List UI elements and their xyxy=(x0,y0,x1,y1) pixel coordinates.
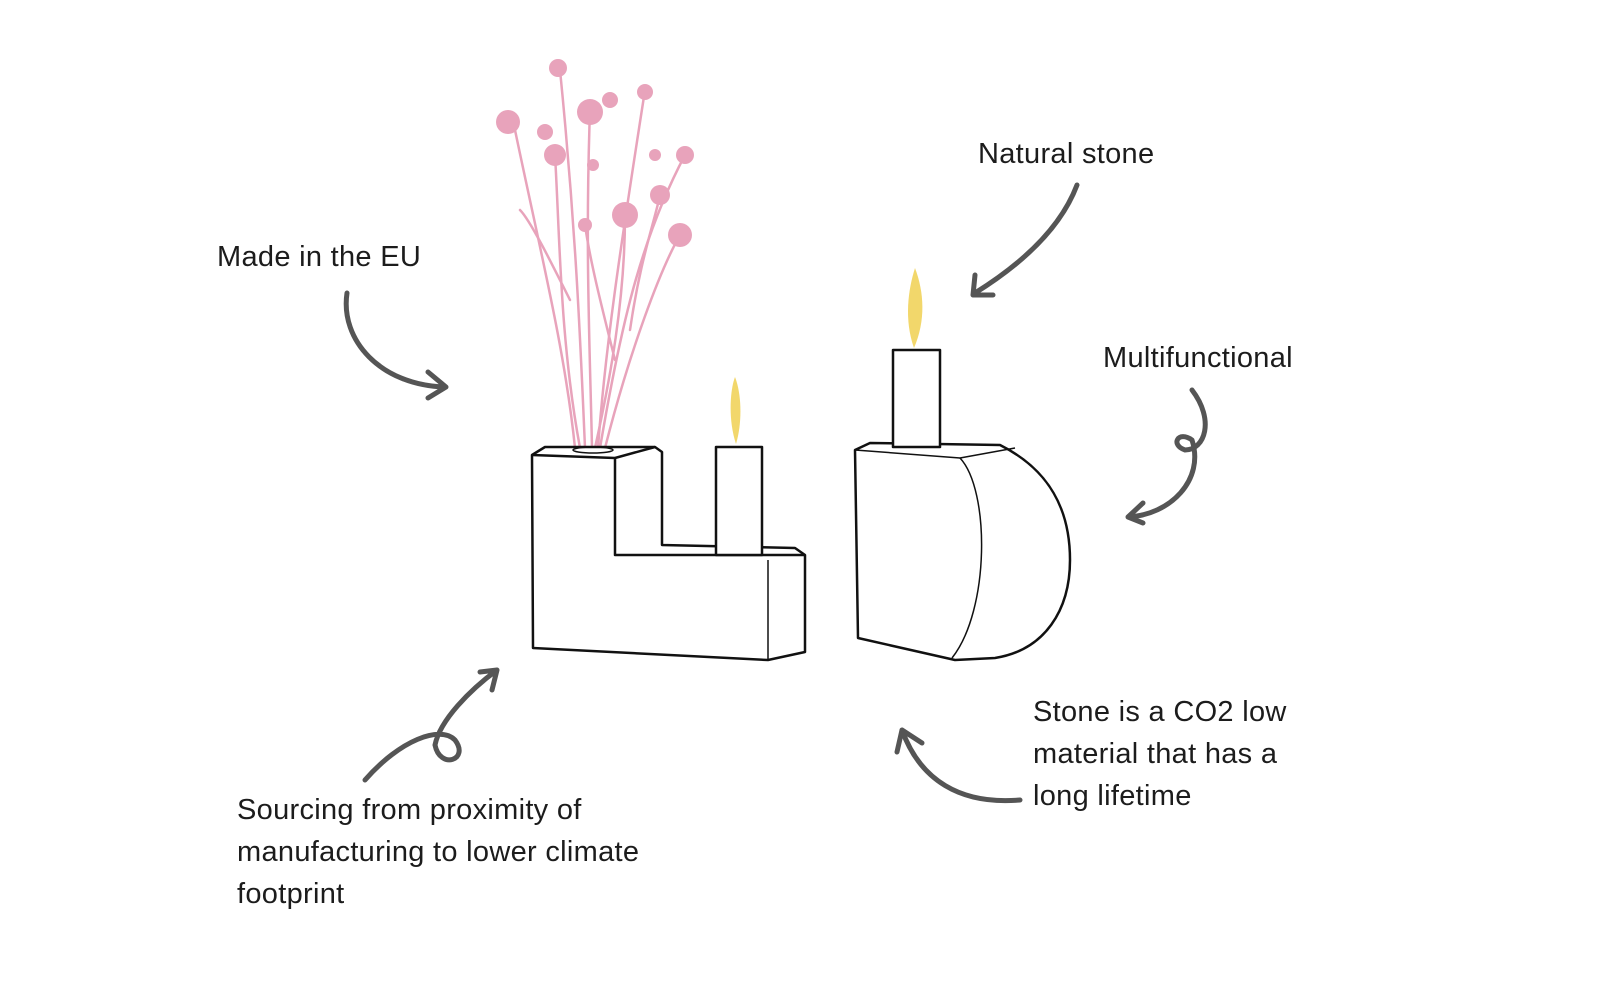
arrow-sourcing xyxy=(362,667,500,783)
sourcing-line-1: Sourcing from proximity of xyxy=(237,794,582,826)
label-multifunctional: Multifunctional xyxy=(1103,342,1293,374)
label-made-in-eu: Made in the EU xyxy=(217,241,422,273)
co2-line-1: Stone is a CO2 low xyxy=(1033,696,1287,728)
arrow-natural-stone xyxy=(970,182,1080,298)
flame-small xyxy=(730,377,741,444)
flower-heads xyxy=(496,59,694,247)
label-sourcing: Sourcing from proximity of manufacturing… xyxy=(237,789,639,915)
co2-line-3: long lifetime xyxy=(1033,780,1192,812)
flame-large xyxy=(907,268,923,348)
arrows xyxy=(343,182,1208,804)
arrow-made-in-eu xyxy=(343,290,449,401)
arrow-multifunctional xyxy=(1125,387,1208,526)
sourcing-line-3: footprint xyxy=(237,878,345,910)
stepped-candle-holder xyxy=(530,445,807,662)
sourcing-line-2: manufacturing to lower climate xyxy=(237,836,640,868)
label-co2-low: Stone is a CO2 low material that has a l… xyxy=(1033,691,1287,817)
co2-line-2: material that has a xyxy=(1033,738,1278,770)
arrow-co2 xyxy=(894,727,1023,804)
pink-flowers xyxy=(513,68,687,450)
label-natural-stone: Natural stone xyxy=(978,138,1155,170)
half-round-candle-holder xyxy=(853,348,1072,662)
